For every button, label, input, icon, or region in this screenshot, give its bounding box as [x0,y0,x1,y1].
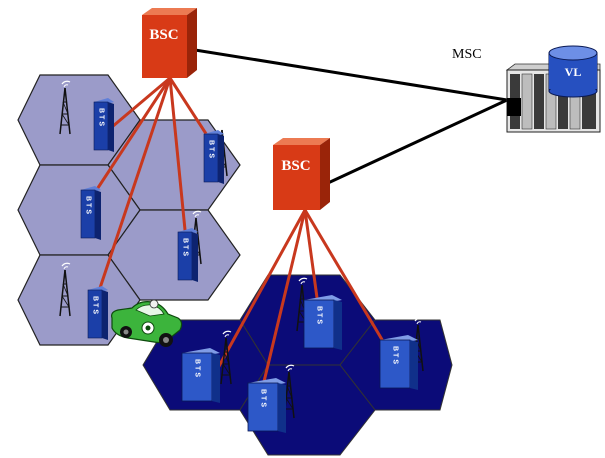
bts-unit: BTS [203,130,224,184]
msc-label: MSC [452,47,482,62]
bts-label: BTS [85,196,92,216]
bsc-unit-1: BSC [142,8,197,78]
bsc-unit-2: BSC [273,138,330,210]
bsc-label: BSC [281,158,310,174]
bts-unit: BTS [379,335,418,390]
bts-label: BTS [194,359,201,379]
bts-label: BTS [392,346,399,366]
bts-label: BTS [260,389,267,409]
bsc2-bts-links [216,209,389,391]
link-bsc1-msc [194,48,508,102]
bts-unit: BTS [303,295,342,350]
bts-unit: BTS [93,98,114,152]
bts-label: BTS [316,306,323,326]
bsc-label: BSC [149,27,178,43]
cell [17,254,141,346]
bts-unit: BTS [247,378,286,433]
bts-unit: BTS [87,286,108,340]
bts-unit: BTS [177,228,198,282]
bts-unit: BTS [181,348,220,403]
bts-label: BTS [208,140,215,160]
bts-label: BTS [182,238,189,258]
link-bsc2-msc [327,98,508,185]
database-cylinder-icon: VL [548,45,598,98]
bts-unit: BTS [80,186,101,240]
vlr-label: VL [565,65,582,79]
bts-label: BTS [98,108,105,128]
bsc1-bts-links [88,76,214,298]
light-cell-cluster [17,74,241,346]
car-icon [111,299,183,347]
bts-label: BTS [92,296,99,316]
